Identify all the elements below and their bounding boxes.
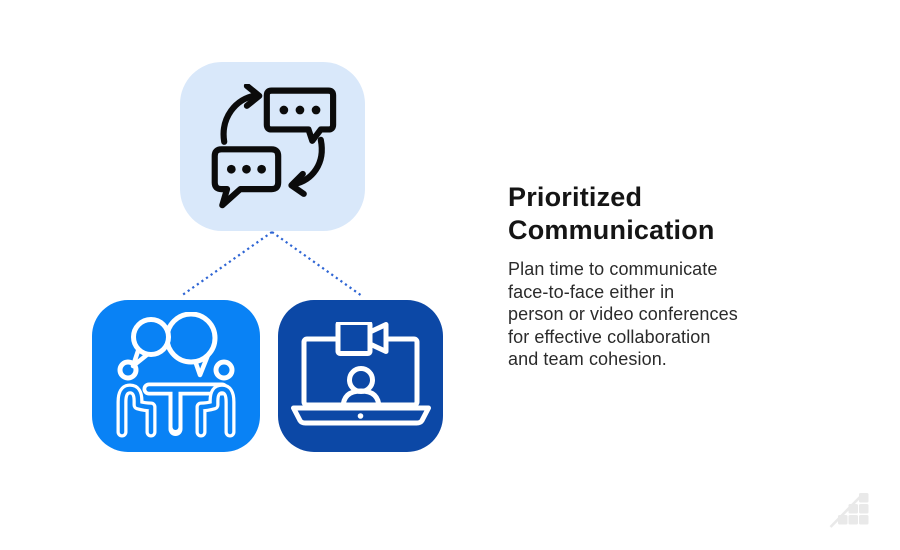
connector-lines [180,231,363,297]
communication-exchange-node [180,62,365,231]
in-person-meeting-node [92,300,260,452]
chat-exchange-icon [211,84,337,209]
video-conference-node [278,300,443,452]
laptop-video-call-icon [290,322,431,426]
description-text: Plan time to communicate face-to-face ei… [508,259,738,369]
page-title: Prioritized Communication [508,182,715,245]
growth-stairs-logo-icon [829,493,869,528]
people-at-table-icon [116,312,236,438]
